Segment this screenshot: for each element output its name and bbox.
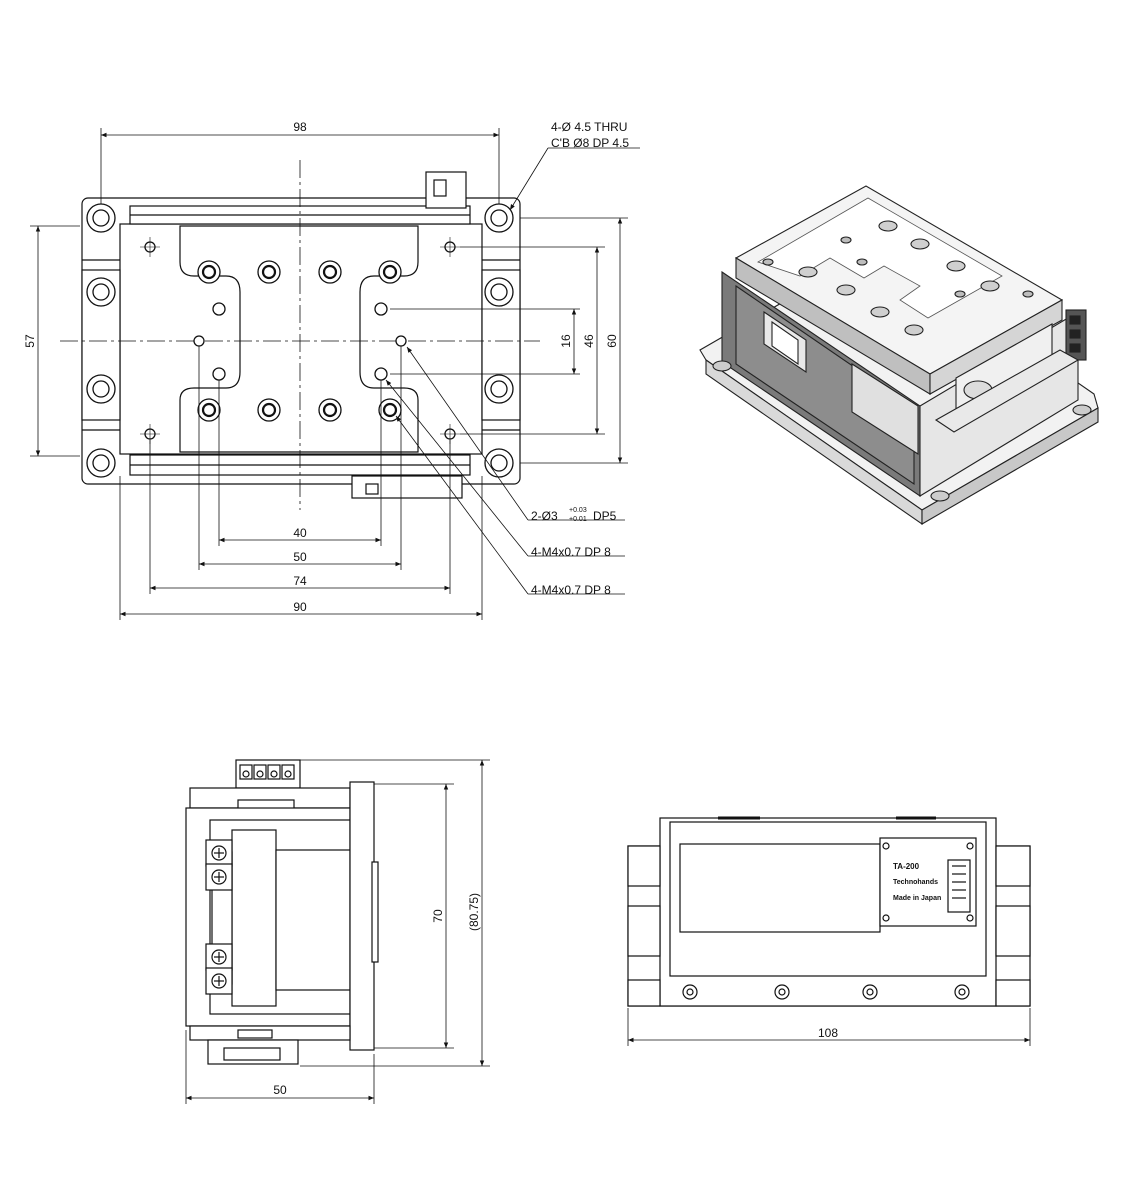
callout-tap-upper: 4-M4x0.7 DP 8 — [531, 545, 611, 559]
top-view-centerlines — [60, 160, 540, 510]
dim-46: 46 — [582, 334, 596, 348]
carriage-tapped-holes — [144, 241, 456, 440]
dim-50-side: 50 — [273, 1083, 287, 1097]
top-view — [81, 171, 521, 499]
nameplate-model: TA-200 — [893, 862, 920, 871]
dim-50: 50 — [293, 550, 307, 564]
nameplate-maker: Technohands — [893, 879, 938, 886]
dim-70: 70 — [431, 909, 445, 923]
dim-80-75: (80.75) — [467, 893, 481, 931]
side-view-dimensions — [185, 759, 490, 1104]
dim-90: 90 — [293, 600, 307, 614]
dim-60: 60 — [605, 334, 619, 348]
callout-pin-tol-lower: +0.01 — [569, 516, 587, 523]
dim-98: 98 — [293, 120, 307, 134]
isometric-view — [699, 185, 1099, 526]
nameplate-origin: Made in Japan — [893, 895, 941, 902]
front-view — [627, 816, 1031, 1007]
callout-tap-lower: 4-M4x0.7 DP 8 — [531, 583, 611, 597]
dim-40: 40 — [293, 526, 307, 540]
callout-mount-hole-line2: C'B Ø8 DP 4.5 — [551, 136, 629, 150]
dim-16: 16 — [559, 334, 573, 348]
callout-mount-hole-line1: 4-Ø 4.5 THRU — [551, 120, 627, 134]
dim-108: 108 — [818, 1026, 838, 1040]
dim-57: 57 — [23, 334, 37, 348]
callout-pin-depth: DP5 — [593, 509, 617, 523]
top-view-dimensions — [30, 128, 640, 620]
callout-pin-tol-upper: +0.03 — [569, 507, 587, 514]
side-view — [185, 759, 379, 1065]
corner-holes — [86, 203, 514, 478]
callout-pin-hole: 2-Ø3 — [531, 509, 558, 523]
front-view-dimensions — [627, 1008, 1031, 1046]
dim-74: 74 — [293, 574, 307, 588]
